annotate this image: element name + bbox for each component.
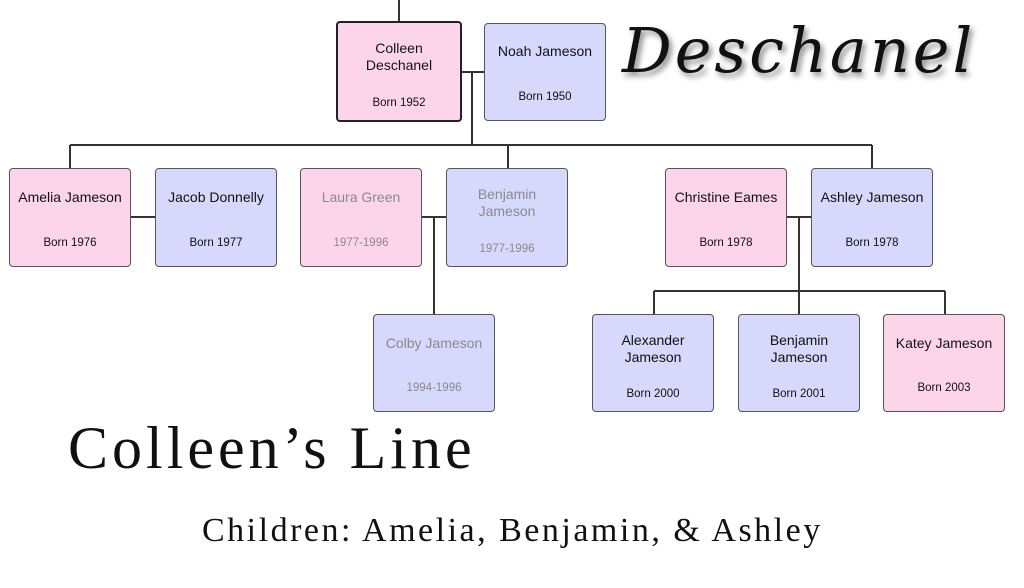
person-alexander-jameson[interactable]: Alexander Jameson Born 2000 [592, 314, 714, 412]
person-colleen-deschanel[interactable]: Colleen Deschanel Born 1952 [336, 21, 462, 122]
person-name: Jacob Donnelly [168, 189, 264, 205]
person-katey-jameson[interactable]: Katey Jameson Born 2003 [883, 314, 1005, 412]
family-name-title: Deschanel [622, 14, 976, 87]
person-dates: 1977-1996 [333, 237, 389, 249]
person-jacob-donnelly[interactable]: Jacob Donnelly Born 1977 [155, 168, 277, 267]
person-noah-jameson[interactable]: Noah Jameson Born 1950 [484, 23, 606, 121]
person-name: Christine Eames [674, 189, 778, 205]
line-title: Colleen’s Line [68, 415, 476, 481]
person-dates: Born 2001 [772, 388, 826, 400]
person-dates: Born 2000 [626, 388, 680, 400]
person-name: Colby Jameson [385, 335, 483, 351]
person-benjamin-jameson-2001[interactable]: Benjamin Jameson Born 2001 [738, 314, 860, 412]
person-laura-green[interactable]: Laura Green 1977-1996 [300, 168, 422, 267]
person-name: Benjamin Jameson [477, 186, 537, 219]
person-dates: Born 1950 [518, 91, 572, 103]
person-dates: Born 1978 [845, 237, 899, 249]
person-dates: 1977-1996 [479, 243, 535, 255]
person-name: Alexander Jameson [621, 332, 685, 365]
person-name: Amelia Jameson [18, 189, 122, 205]
person-dates: Born 1977 [189, 237, 243, 249]
person-name: Colleen Deschanel [365, 40, 433, 73]
person-dates: Born 1952 [372, 97, 426, 109]
person-dates: Born 2003 [917, 382, 971, 394]
person-name: Laura Green [321, 189, 401, 205]
person-dates: Born 1978 [699, 237, 753, 249]
person-ashley-jameson[interactable]: Ashley Jameson Born 1978 [811, 168, 933, 267]
children-caption: Children: Amelia, Benjamin, & Ashley [202, 512, 823, 549]
person-name: Benjamin Jameson [769, 332, 829, 365]
person-benjamin-jameson[interactable]: Benjamin Jameson 1977-1996 [446, 168, 568, 267]
person-name: Katey Jameson [895, 335, 993, 351]
person-dates: Born 1976 [43, 237, 97, 249]
person-colby-jameson[interactable]: Colby Jameson 1994-1996 [373, 314, 495, 412]
person-christine-eames[interactable]: Christine Eames Born 1978 [665, 168, 787, 267]
person-dates: 1994-1996 [406, 382, 462, 394]
person-amelia-jameson[interactable]: Amelia Jameson Born 1976 [9, 168, 131, 267]
person-name: Ashley Jameson [820, 189, 924, 205]
person-name: Noah Jameson [497, 43, 593, 59]
